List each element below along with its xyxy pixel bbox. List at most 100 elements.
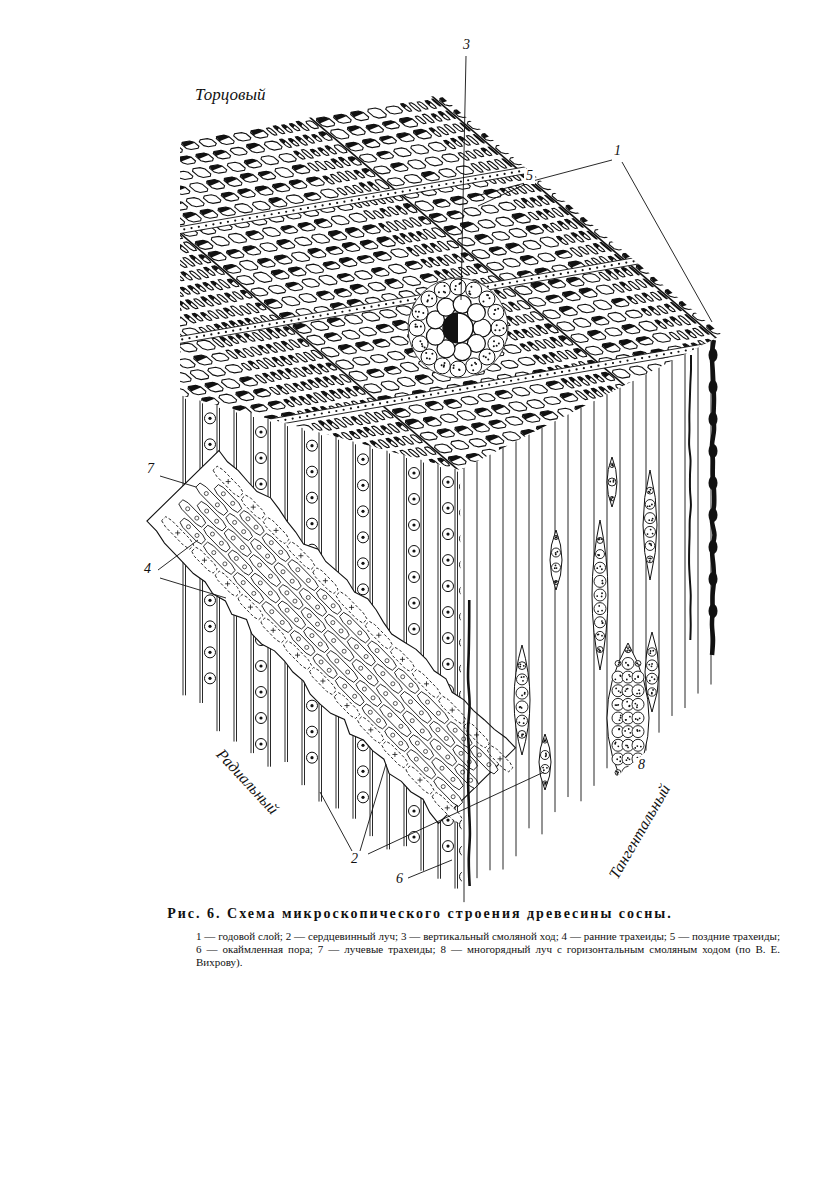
ray-cell-dot [38, 253, 40, 255]
lumen-shadow [447, 211, 460, 217]
tracheid-lumen [147, 146, 165, 155]
tracheid-lumen [113, 153, 130, 161]
tracheid-lumen [91, 187, 102, 194]
lumen-shadow [371, 267, 385, 273]
tracheid-lumen [820, 421, 837, 429]
lumen-shadow [719, 367, 725, 371]
lumen-shadow [466, 453, 479, 459]
lumen-shadow [607, 386, 613, 391]
lumen-shadow [423, 417, 437, 423]
lumen-shadow [268, 197, 282, 203]
tracheid-lumen [656, 436, 667, 444]
lumen-shadow [663, 319, 669, 323]
lumen-shadow [250, 129, 264, 135]
lumen-shadow [395, 206, 401, 211]
tracheid-lumen [23, 169, 35, 178]
lumen-shadow [321, 391, 328, 397]
lumen-shadow [302, 367, 308, 371]
lumen-shadow [433, 199, 446, 205]
tracheid-lumen [8, 214, 26, 223]
tracheid-lumen [554, 177, 572, 187]
lumen-shadow [67, 248, 81, 254]
lumen-shadow [100, 171, 107, 176]
lumen-shadow [437, 458, 444, 463]
lumen-shadow [505, 243, 519, 250]
lumen-shadow [367, 182, 373, 187]
tracheid-lumen [641, 393, 659, 403]
ray-cell-dot [387, 193, 389, 195]
tracheid-lumen [243, 246, 261, 255]
tracheid-lumen [546, 381, 563, 389]
tracheid-lumen [169, 246, 179, 253]
lumen-shadow [747, 391, 753, 395]
lumen-shadow [325, 146, 331, 151]
tracheid-lumen [11, 199, 29, 208]
tracheid-lumen [554, 423, 571, 431]
lumen-shadow [384, 366, 397, 371]
tracheid-lumen [314, 219, 332, 228]
tracheid-lumen [583, 273, 600, 282]
tracheid-lumen [25, 212, 42, 220]
tracheid-lumen [149, 220, 160, 228]
ray-cross-section [0, 163, 557, 268]
lumen-shadow [144, 162, 157, 168]
lumen-shadow [791, 412, 797, 417]
ray-cell-dot [256, 216, 258, 218]
lumen-shadow [626, 426, 632, 430]
tracheid-lumen [425, 157, 442, 166]
tracheid-lumen [97, 343, 114, 352]
tracheid-lumen [22, 226, 40, 235]
lumen-shadow [360, 240, 374, 246]
ray-cell-dot [67, 248, 69, 250]
lumen-shadow [382, 121, 395, 127]
ray-cell-dot [74, 247, 76, 249]
tracheid-lumen [481, 205, 498, 213]
tracheid-lumen [326, 246, 343, 254]
lumen-shadow [170, 231, 177, 236]
lumen-shadow [522, 329, 528, 334]
lumen-shadow [337, 100, 351, 106]
lumen-shadow [103, 313, 117, 319]
lumen-shadow [200, 209, 214, 215]
tracheid-lumen [545, 468, 563, 478]
lumen-shadow [353, 386, 360, 391]
lumen-shadow [298, 222, 312, 228]
tracheid-lumen [497, 462, 514, 471]
tracheid-lumen [27, 284, 44, 293]
tracheid-lumen [721, 409, 738, 418]
tracheid-lumen [439, 169, 456, 178]
tracheid-lumen [735, 364, 746, 372]
tracheid-lumen [755, 389, 766, 397]
tracheid-lumen [230, 147, 247, 155]
tracheid-lumen [359, 327, 376, 336]
tracheid-lumen [123, 295, 141, 304]
tracheid-lumen [420, 274, 437, 283]
tracheid-lumen [374, 251, 392, 260]
tracheid-lumen [342, 243, 360, 252]
tracheid-lumen [164, 289, 175, 297]
lumen-shadow [139, 221, 145, 226]
tracheid-lumen [593, 300, 611, 310]
lumen-shadow [122, 295, 136, 301]
tracheid-lumen [269, 472, 287, 481]
lumen-shadow [0, 259, 12, 266]
tracheid-lumen [512, 387, 529, 396]
lumen-shadow [143, 263, 150, 268]
tracheid-lumen [727, 365, 738, 373]
tracheid-lumen [224, 451, 241, 460]
lumen-shadow [184, 315, 190, 320]
lumen-shadow [780, 370, 794, 376]
tracheid-lumen [530, 312, 543, 320]
tracheid-lumen [39, 224, 56, 232]
tracheid-lumen [562, 291, 580, 300]
lumen-shadow [430, 243, 436, 248]
tracheid-lumen [72, 304, 90, 314]
tracheid-lumen [621, 398, 633, 407]
ray-cell-dot [190, 227, 192, 229]
lumen-shadow [619, 282, 625, 287]
lumen-shadow [333, 114, 347, 120]
lumen-shadow [371, 93, 385, 99]
tracheid-lumen [681, 357, 699, 366]
tracheid-lumen [351, 111, 369, 121]
lumen-shadow [282, 109, 289, 114]
